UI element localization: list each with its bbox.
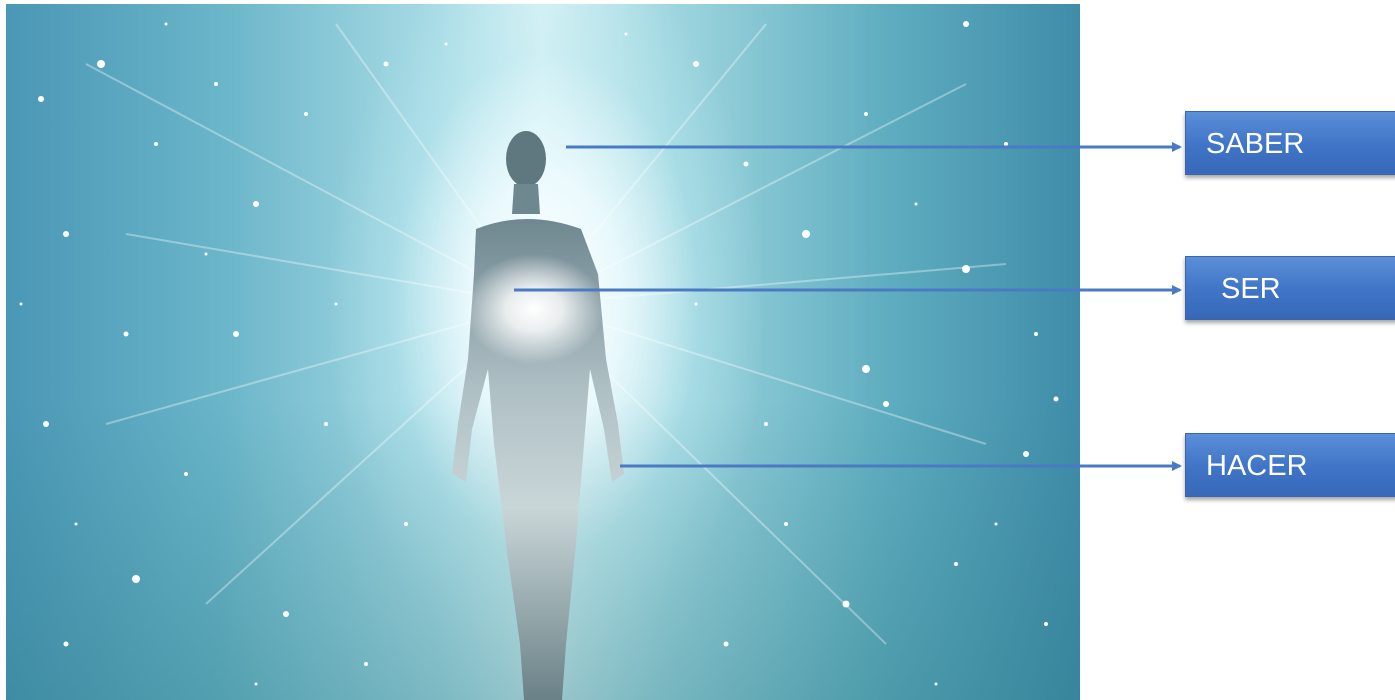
label-hacer: HACER — [1185, 433, 1395, 497]
human-light-photo — [6, 4, 1080, 700]
label-ser: SER — [1185, 256, 1395, 320]
label-saber: SABER — [1185, 111, 1395, 175]
glowing-human-silhouette-icon — [452, 131, 624, 700]
photo-illustration — [6, 4, 1080, 700]
